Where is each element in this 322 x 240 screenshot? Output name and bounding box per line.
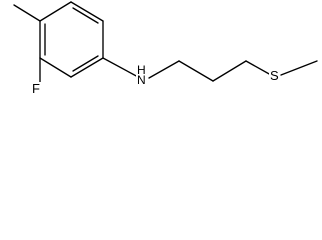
chain-bond-3: [212, 60, 247, 82]
chain-bond-2: [178, 60, 214, 82]
ring-bond-1: [70, 1, 104, 22]
sulfur-methyl-bond: [280, 60, 318, 76]
molecule-structure: [13, 1, 318, 83]
ring-bond-6: [39, 1, 72, 22]
ring-inner-bond-1: [72, 7, 99, 24]
chain-bond-1: [148, 60, 180, 79]
sulfur-label: S: [269, 68, 280, 83]
structure-canvas: F H N S: [0, 0, 322, 103]
aryl-amine-bond: [102, 57, 141, 79]
amine-label: H N: [136, 63, 147, 87]
chain-bond-4: [245, 60, 272, 76]
ring-inner-bond-2: [72, 55, 99, 72]
ring-bond-3: [70, 57, 104, 78]
ring-bond-4: [39, 57, 72, 78]
methyl-bond: [13, 4, 41, 22]
fluorine-label: F: [31, 81, 41, 96]
